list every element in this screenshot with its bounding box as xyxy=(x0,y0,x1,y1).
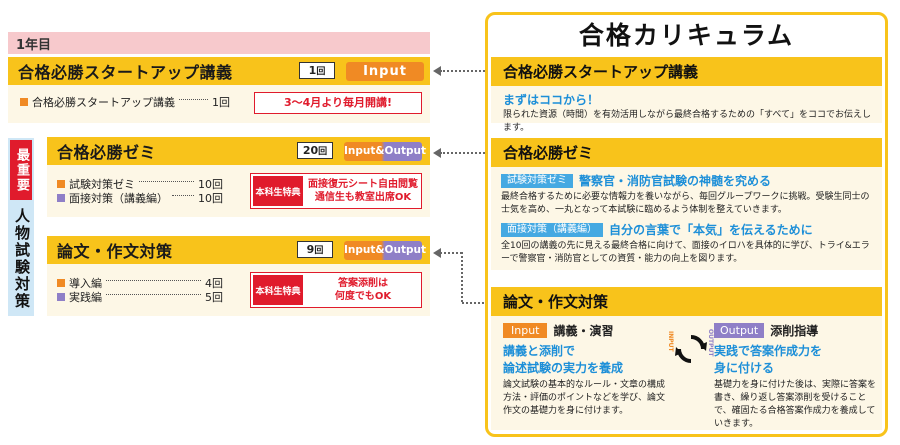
side-tab-label: 人物試験対策 xyxy=(13,208,31,310)
curriculum-essay-heading: 論文・作文対策 xyxy=(491,287,882,316)
seminar-benefit-text-1: 面接復元シート自由閲覧 xyxy=(308,179,418,190)
essay-output-body: 基礎力を身に付けた後は、実際に答案を書き、繰り返し答案添削を受けることで、確固た… xyxy=(714,380,877,429)
year-label: 1年目 xyxy=(16,38,52,53)
cycle-icon: INPUT OUTPUT xyxy=(667,325,714,373)
essay-input-tag: Input xyxy=(503,323,548,338)
list-item: 合格必勝スタートアップ講義 1回 xyxy=(20,95,230,109)
seminar-sub1-title: 警察官・消防官試験の神髄を究める xyxy=(579,174,772,188)
essay-input-title-1: 講義と添削で xyxy=(503,344,576,358)
connector-line xyxy=(440,252,462,254)
startup-input-badge: Input xyxy=(346,62,424,81)
essay-input-label: 講義・演習 xyxy=(553,324,614,338)
list-item: 実践編 5回 xyxy=(57,290,223,304)
seminar-list: 試験対策ゼミ 10回 面接対策（講義編） 10回 xyxy=(57,177,223,205)
list-item: 導入編 4回 xyxy=(57,276,223,290)
seminar-card-title: 合格必勝ゼミ xyxy=(57,143,157,162)
essay-list: 導入編 4回 実践編 5回 xyxy=(57,276,223,304)
seminar-sub1-tag: 試験対策ゼミ xyxy=(501,173,573,188)
curriculum-startup: 合格必勝スタートアップ講義 まずはココから！ 限られた資源（時間）を有効活用しな… xyxy=(491,57,882,133)
orange-square-icon xyxy=(20,98,28,106)
startup-count-badge: 1回 xyxy=(299,62,335,79)
startup-note-box: 3～4月より毎月開講! xyxy=(254,92,422,114)
violet-square-icon xyxy=(57,194,65,202)
connector-line xyxy=(440,70,492,72)
year-bar xyxy=(8,32,430,54)
startup-note: 3～4月より毎月開講! xyxy=(283,96,393,109)
seminar-sub2-title: 自分の言葉で「本気」を伝えるために xyxy=(609,223,813,237)
essay-card: 論文・作文対策 9回 Input&Output 導入編 4回 実践編 5回 本科… xyxy=(47,236,430,316)
essay-benefit-text-2: 何度でもOK xyxy=(334,291,392,302)
essay-output-title-1: 実践で答案作成力を xyxy=(714,344,823,358)
essay-benefit-label: 本科生特典 xyxy=(253,275,303,305)
essay-input-column: Input 講義・演習 講義と添削で 論述試験の実力を養成 論文試験の基本的なル… xyxy=(503,322,669,418)
essay-benefit-box: 本科生特典 答案添削は 何度でもOK xyxy=(250,272,422,308)
curriculum-startup-body: 限られた資源（時間）を有効活用しながら最終合格するための「すべて」をココでお伝え… xyxy=(503,110,872,133)
curriculum-startup-lead: まずはココから！ xyxy=(503,93,600,107)
essay-output-tag: Output xyxy=(714,323,765,338)
essay-output-label: 添削指導 xyxy=(770,324,819,338)
seminar-sub1-body: 最終合格するために必要な情報力を養いながら、毎回グループワークに挑戦。受験生同士… xyxy=(501,192,870,215)
seminar-benefit-text-2: 通信生も教室出席OK xyxy=(314,192,412,203)
side-tab-badge: 最重要 xyxy=(10,140,32,200)
seminar-sub2-body: 全10回の講義の先に見える最終合格に向けて、面接のイロハを具体的に学び、トライ&… xyxy=(501,241,870,264)
cycle-output-label: OUTPUT xyxy=(707,329,714,357)
violet-square-icon xyxy=(57,293,65,301)
list-item: 試験対策ゼミ 10回 xyxy=(57,177,223,191)
curriculum-seminar: 合格必勝ゼミ 試験対策ゼミ 警察官・消防官試験の神髄を究める 最終合格するために… xyxy=(491,138,882,270)
startup-list: 合格必勝スタートアップ講義 1回 xyxy=(20,95,230,109)
connector-line-vertical xyxy=(461,252,463,302)
essay-input-body: 論文試験の基本的なルール・文章の構成方法・評価のポイントなどを学び、論文作文の基… xyxy=(503,380,666,416)
connector-line xyxy=(440,152,492,154)
curriculum-seminar-heading: 合格必勝ゼミ xyxy=(491,138,882,167)
connector-line xyxy=(462,302,492,304)
essay-output-title-2: 身に付ける xyxy=(714,361,775,375)
seminar-count-badge: 20回 xyxy=(297,142,333,159)
essay-output-column: Output 添削指導 実践で答案作成力を 身に付ける 基礎力を身に付けた後は、… xyxy=(714,322,878,431)
orange-square-icon xyxy=(57,180,65,188)
essay-benefit-text-1: 答案添削は xyxy=(338,278,388,289)
seminar-sub2-tag: 面接対策（講義編） xyxy=(501,222,603,237)
startup-card-title: 合格必勝スタートアップ講義 xyxy=(18,63,233,82)
essay-card-title: 論文・作文対策 xyxy=(57,242,173,261)
list-item: 面接対策（講義編） 10回 xyxy=(57,191,223,205)
arrow-left-icon xyxy=(433,66,441,76)
arrow-left-icon xyxy=(433,248,441,258)
seminar-card: 合格必勝ゼミ 20回 Input&Output 試験対策ゼミ 10回 面接対策（… xyxy=(47,137,430,217)
startup-card: 合格必勝スタートアップ講義 1回 Input 合格必勝スタートアップ講義 1回 … xyxy=(8,57,430,123)
arrow-left-icon xyxy=(433,148,441,158)
curriculum-title: 合格カリキュラム xyxy=(578,21,795,50)
essay-count-badge: 9回 xyxy=(297,241,333,258)
curriculum-startup-heading: 合格必勝スタートアップ講義 xyxy=(491,57,882,86)
curriculum-essay: 論文・作文対策 Input 講義・演習 講義と添削で 論述試験の実力を養成 論文… xyxy=(491,287,882,430)
seminar-io-badge: Input&Output xyxy=(344,142,426,161)
essay-input-title-2: 論述試験の実力を養成 xyxy=(503,361,624,375)
cycle-input-label: INPUT xyxy=(667,331,674,352)
seminar-benefit-box: 本科生特典 面接復元シート自由閲覧 通信生も教室出席OK xyxy=(250,173,422,209)
orange-square-icon xyxy=(57,279,65,287)
essay-io-badge: Input&Output xyxy=(344,241,426,260)
seminar-benefit-label: 本科生特典 xyxy=(253,176,303,206)
